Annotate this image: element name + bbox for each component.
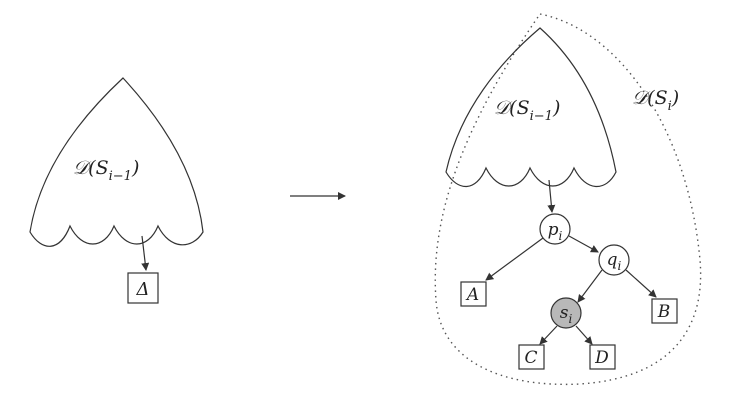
leaf-C-box xyxy=(518,344,545,370)
left-structure-label: 𝒟(Si−1) xyxy=(73,157,139,184)
edge-q-to-s xyxy=(577,269,603,303)
edge-p-to-A xyxy=(485,237,544,281)
right-outer-boundary xyxy=(434,13,702,386)
left-leaf-label: Δ xyxy=(136,279,150,300)
p-node xyxy=(539,213,571,245)
arrow-to-p-node xyxy=(547,179,556,213)
q-node xyxy=(598,244,630,276)
p-node-label: pi xyxy=(548,220,563,243)
left-arrow-to-leaf xyxy=(141,235,150,271)
leaf-C-label: C xyxy=(524,348,537,368)
right-inner-structure-shape xyxy=(445,27,617,188)
edge-s-to-C xyxy=(539,325,558,345)
leaf-B-box xyxy=(651,298,678,324)
edge-p-to-q xyxy=(568,235,599,253)
right-outer-label: 𝒟(Si) xyxy=(632,87,679,114)
edge-q-to-B xyxy=(625,269,657,298)
leaf-D-label: D xyxy=(594,348,609,368)
right-inner-structure-label: 𝒟(Si−1) xyxy=(494,97,560,124)
leaf-A-box xyxy=(460,281,487,307)
s-node xyxy=(550,297,582,329)
s-node-label: si xyxy=(560,303,573,326)
leaf-D-box xyxy=(589,344,616,370)
edge-s-to-D xyxy=(575,325,593,345)
q-node-label: qi xyxy=(607,250,622,273)
left-structure-shape xyxy=(29,77,204,247)
leaf-A-label: A xyxy=(465,285,479,305)
left-leaf-box xyxy=(127,272,159,304)
leaf-B-label: B xyxy=(657,302,671,322)
